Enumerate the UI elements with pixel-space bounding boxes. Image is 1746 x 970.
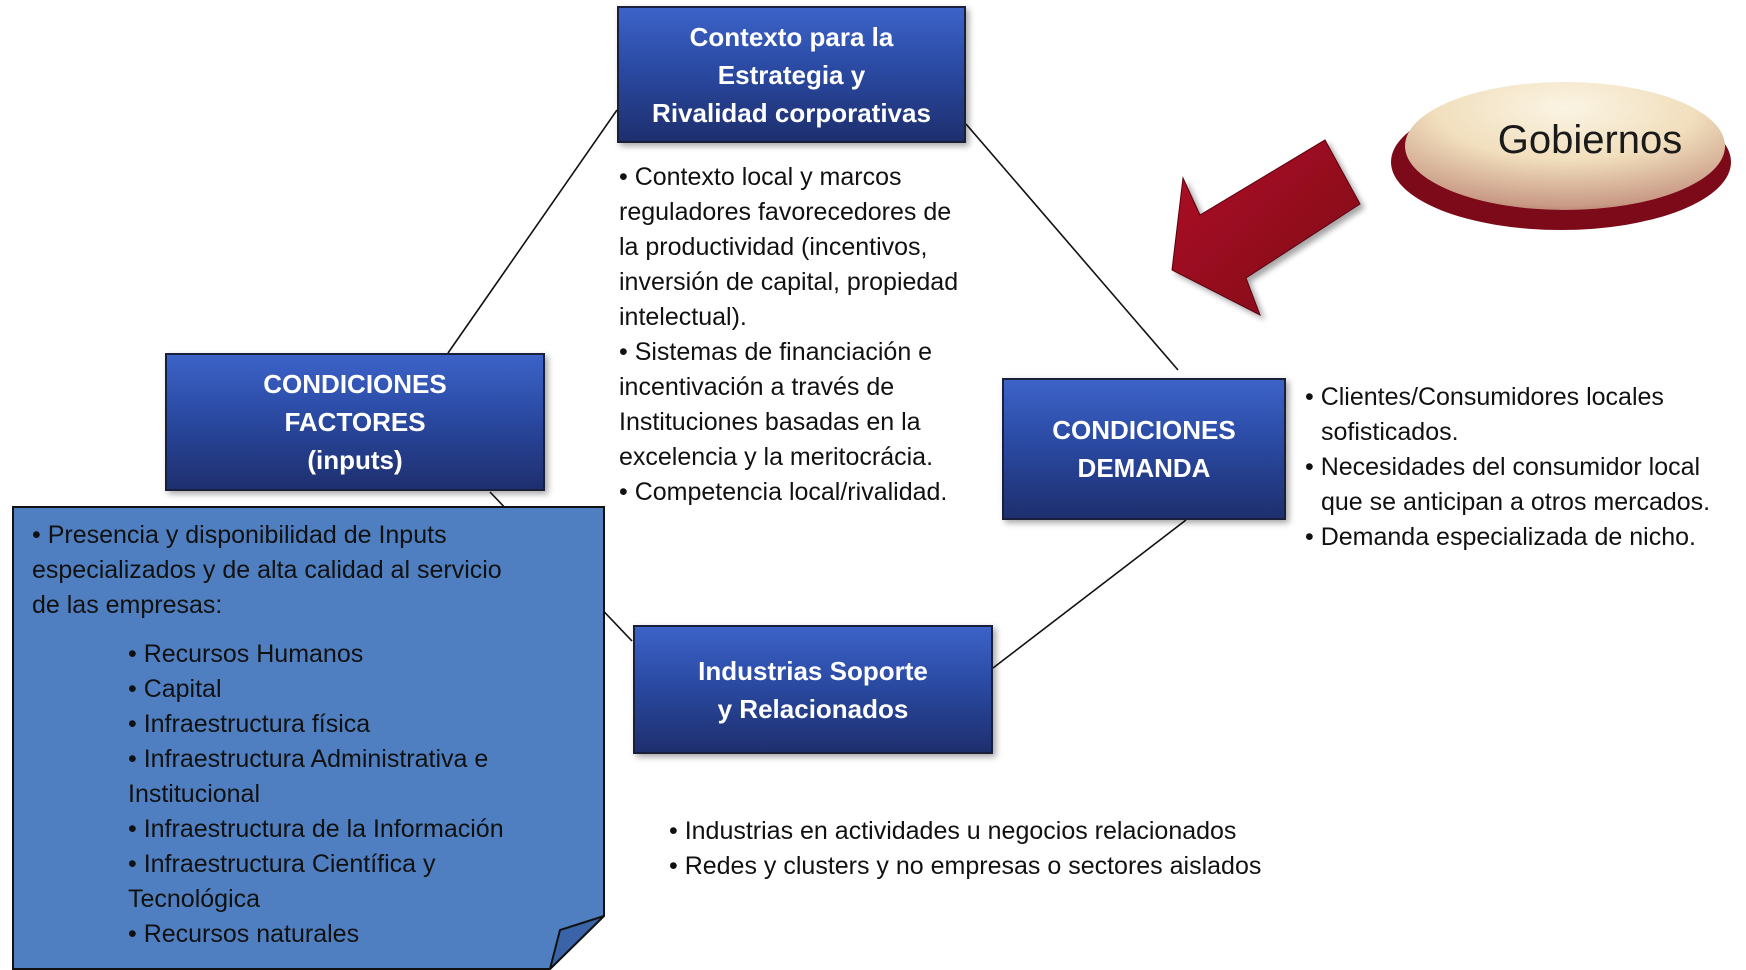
industry-bullets: • Industrias en actividades u negocios r…: [669, 814, 1261, 884]
note-intro-line: especializados y de alta calidad al serv…: [32, 556, 502, 584]
demand-bullet-line: • Necesidades del consumidor local: [1305, 453, 1701, 481]
strategy-bullet-line: la productividad (incentivos,: [619, 233, 928, 261]
factor-box-line-2: FACTORES: [284, 407, 426, 437]
industries-box-line-1: Industrias Soporte: [698, 655, 928, 686]
strategy-bullet-line: inversión de capital, propiedad: [619, 268, 959, 296]
industry-bullet-line: • Industrias en actividades u negocios r…: [669, 817, 1237, 845]
demand-box-line-1: CONDICIONES: [1052, 415, 1236, 445]
factor-box-line-1: CONDICIONES: [263, 369, 447, 399]
strategy-box-line-1: Contexto para la: [689, 21, 894, 52]
strategy-bullet-line: • Contexto local y marcos: [619, 163, 902, 191]
connector-right-bottom: [992, 519, 1187, 669]
factor-box-line-3: (inputs): [307, 445, 403, 475]
strategy-bullet-line: intelectual).: [619, 303, 747, 331]
connector-top-right: [965, 123, 1179, 371]
demand-bullets: • Clientes/Consumidores locales sofistic…: [1305, 380, 1710, 555]
strategy-box-line-3: Rivalidad corporativas: [652, 97, 931, 128]
strategy-bullet-line: reguladores favorecedores de: [619, 198, 952, 226]
note-item: Institucional: [128, 780, 261, 808]
government-label: Gobiernos: [1497, 118, 1683, 162]
factors-note-shape: [12, 506, 605, 970]
strategy-bullet-line: incentivación a través de: [619, 373, 895, 401]
government-ellipse-shape: [1391, 82, 1731, 230]
strategy-rivalry-box: Contexto para la Estrategia y Rivalidad …: [617, 6, 966, 143]
industry-bullet-line: • Redes y clusters y no empresas o secto…: [669, 852, 1262, 880]
related-industries-box: Industrias Soporte y Relacionados: [633, 625, 993, 754]
note-intro-line: • Presencia y disponibilidad de Inputs: [32, 521, 447, 549]
government-arrow-shape: [1171, 139, 1361, 317]
connector-top-left: [447, 109, 618, 354]
note-item: • Recursos naturales: [128, 920, 360, 948]
note-item: Tecnológica: [128, 885, 261, 913]
factor-conditions-box: CONDICIONES FACTORES (inputs): [165, 353, 545, 491]
note-item: • Infraestructura de la Información: [128, 815, 504, 843]
demand-bullet-line: • Demanda especializada de nicho.: [1305, 523, 1696, 551]
note-item: • Infraestructura Administrativa e: [128, 745, 489, 773]
demand-conditions-box: CONDICIONES DEMANDA: [1002, 378, 1286, 520]
factors-note: • Presencia y disponibilidad de Inputs e…: [12, 506, 606, 970]
industries-box-line-2: y Relacionados: [717, 693, 909, 724]
note-item: • Infraestructura Científica y: [128, 850, 436, 878]
note-intro-line: de las empresas:: [32, 591, 223, 619]
note-item: • Infraestructura física: [128, 710, 371, 738]
demand-box-line-2: DEMANDA: [1077, 453, 1211, 483]
demand-bullet-line: • Clientes/Consumidores locales: [1305, 383, 1664, 411]
strategy-bullets: • Contexto local y marcos reguladores fa…: [619, 160, 958, 510]
demand-bullet-line: que se anticipan a otros mercados.: [1321, 488, 1711, 516]
government-ellipse: Gobiernos: [1375, 70, 1735, 238]
note-item: • Recursos Humanos: [128, 640, 364, 668]
demand-bullet-line: sofisticados.: [1321, 418, 1459, 446]
factors-note-text: • Presencia y disponibilidad de Inputs e…: [32, 518, 504, 952]
note-item: • Capital: [128, 675, 222, 703]
strategy-bullet-line: • Sistemas de financiación e: [619, 338, 933, 366]
strategy-bullet-line: excelencia y la meritocrácia.: [619, 443, 934, 471]
strategy-bullet-line: Instituciones basadas en la: [619, 408, 921, 436]
strategy-box-line-2: Estrategia y: [717, 59, 866, 90]
note-folded-corner: [548, 915, 605, 970]
strategy-bullet-line: • Competencia local/rivalidad.: [619, 478, 948, 506]
